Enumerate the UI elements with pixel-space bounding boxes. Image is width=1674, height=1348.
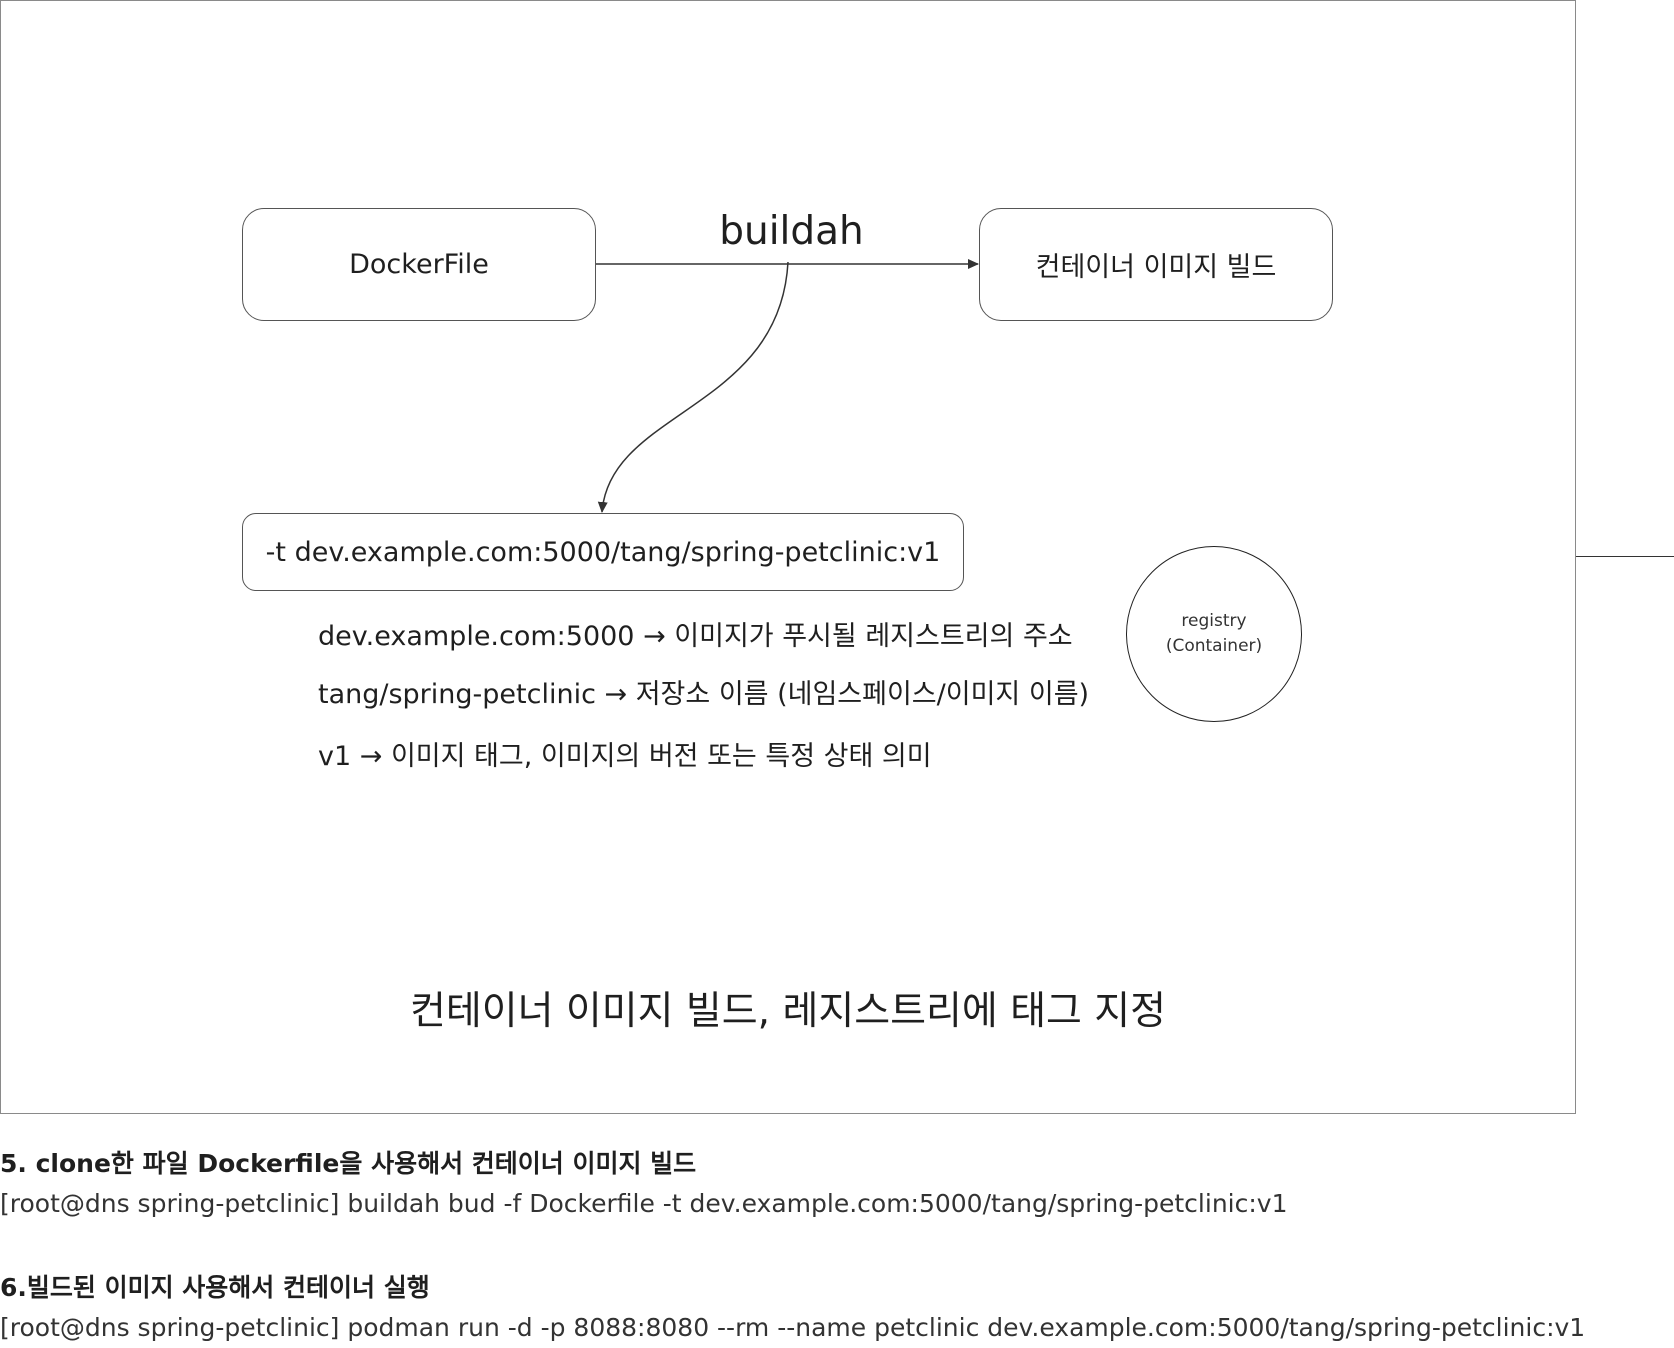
registry-node-sublabel: (Container) xyxy=(1165,636,1263,656)
image-build-node: 컨테이너 이미지 빌드 xyxy=(979,208,1333,321)
step5-command: [root@dns spring-petclinic] buildah bud … xyxy=(0,1189,1288,1218)
image-build-node-label: 컨테이너 이미지 빌드 xyxy=(1035,252,1277,283)
diagram-connectors xyxy=(596,259,979,513)
diagram-frame xyxy=(0,0,1576,1114)
tag-option-node: -t dev.example.com:5000/tang/spring-petc… xyxy=(242,513,964,591)
diagram-caption: 컨테이너 이미지 빌드, 레지스트리에 태그 지정 xyxy=(409,989,1167,1034)
arrow-buildah-to-tag xyxy=(597,261,789,513)
registry-node-label: registry xyxy=(1181,611,1247,631)
tag-option-node-label: -t dev.example.com:5000/tang/spring-petc… xyxy=(265,536,941,568)
description-registry-address: dev.example.com:5000 → 이미지가 푸시될 레지스트리의 주… xyxy=(318,621,1073,652)
notes-spacer xyxy=(0,1224,1674,1268)
dockerfile-node-label: DockerFile xyxy=(349,249,489,280)
description-repository-name: tang/spring-petclinic → 저장소 이름 (네임스페이스/이… xyxy=(318,679,1090,710)
description-image-tag: v1 → 이미지 태그, 이미지의 버전 또는 특정 상태 의미 xyxy=(318,741,932,772)
buildah-edge-label: buildah xyxy=(680,208,903,256)
frame-connector-line xyxy=(1576,556,1674,557)
step6-title: 6.빌드된 이미지 사용해서 컨테이너 실행 xyxy=(0,1273,430,1302)
instruction-notes: 5. clone한 파일 Dockerfile을 사용해서 컨테이너 이미지 빌… xyxy=(0,1144,1674,1348)
dockerfile-node: DockerFile xyxy=(242,208,596,321)
step6-command: [root@dns spring-petclinic] podman run -… xyxy=(0,1313,1586,1342)
step5-title: 5. clone한 파일 Dockerfile을 사용해서 컨테이너 이미지 빌… xyxy=(0,1149,697,1178)
registry-node: registry (Container) xyxy=(1126,546,1302,722)
